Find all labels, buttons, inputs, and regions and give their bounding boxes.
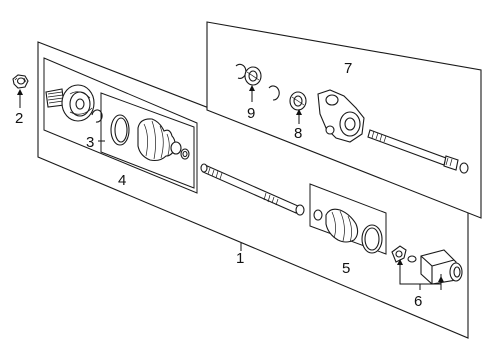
nut-part-2 bbox=[12, 74, 29, 89]
callout-1: 1 bbox=[236, 243, 244, 267]
callout-label-3: 3 bbox=[86, 134, 94, 151]
callout-5: 5 bbox=[342, 260, 350, 277]
tripod-joint bbox=[391, 245, 417, 263]
bearing-9 bbox=[244, 66, 262, 86]
snap-ring-9 bbox=[235, 63, 247, 79]
callout-label-2: 2 bbox=[15, 110, 23, 127]
bearing-8 bbox=[289, 91, 307, 111]
callout-label-8: 8 bbox=[294, 125, 302, 142]
outer-cv-joint bbox=[45, 84, 95, 122]
callout-label-5: 5 bbox=[342, 260, 350, 277]
axle-shaft bbox=[200, 163, 305, 216]
callout-label-4: 4 bbox=[118, 172, 126, 189]
callout-9: 9 bbox=[247, 85, 255, 122]
intermediate-shaft-bracket bbox=[317, 89, 365, 143]
callout-label-1: 1 bbox=[236, 250, 244, 267]
inner-cv-housing bbox=[420, 249, 463, 285]
inner-boot bbox=[313, 208, 383, 254]
small-clamp-left bbox=[180, 148, 190, 160]
callout-3: 3 bbox=[86, 134, 105, 151]
snap-ring-8 bbox=[268, 85, 280, 101]
callout-6: 6 bbox=[397, 259, 444, 310]
callout-8: 8 bbox=[294, 109, 302, 142]
callout-2: 2 bbox=[15, 89, 23, 127]
callout-4: 4 bbox=[118, 172, 126, 189]
intermediate-shaft bbox=[367, 129, 469, 174]
callout-label-6: 6 bbox=[414, 293, 422, 310]
boot-clamp-3 bbox=[110, 114, 130, 146]
circlip-left bbox=[91, 109, 103, 123]
callout-label-9: 9 bbox=[247, 105, 255, 122]
callout-label-7: 7 bbox=[344, 60, 352, 77]
outer-boot bbox=[137, 118, 182, 162]
callout-7: 7 bbox=[344, 60, 352, 77]
